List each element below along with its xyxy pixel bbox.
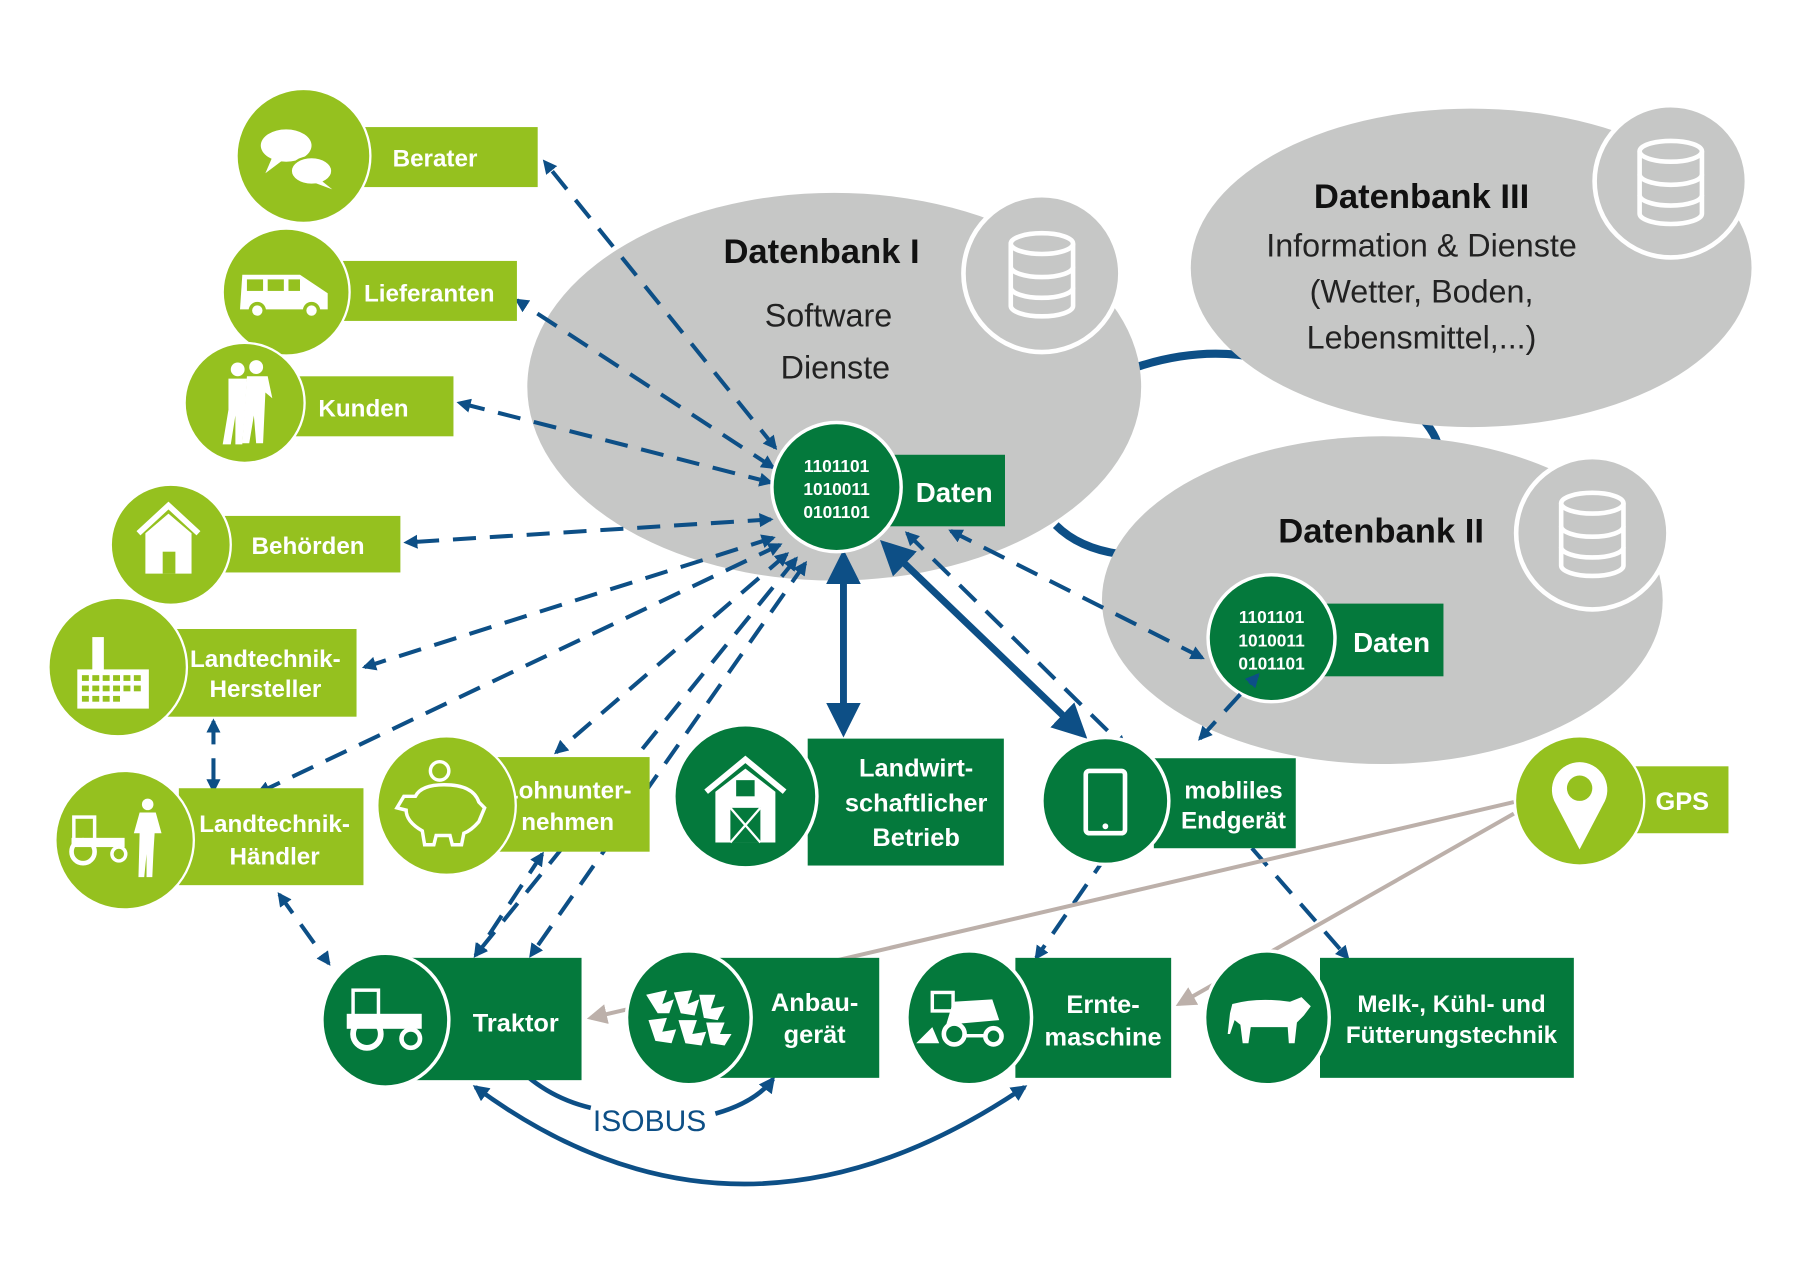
node-label: Berater (393, 145, 478, 172)
barn-icon (704, 755, 787, 844)
van-icon (240, 274, 328, 320)
binary-line: 0101101 (1238, 653, 1305, 673)
arrow-lohnunternehmen (554, 552, 790, 755)
node-anbaugeraet[interactable]: Anbau- gerät (624, 949, 880, 1087)
location-pin-icon (1551, 762, 1608, 850)
arrow-mobil-ernte (1034, 852, 1110, 961)
arrow-haendler-traktor (277, 892, 331, 966)
binary-line: 1010011 (1238, 630, 1305, 650)
node-berater[interactable]: Berater (235, 87, 538, 224)
node-label: Landtechnik- (190, 646, 341, 673)
arrow-kunden (456, 398, 774, 487)
node-label: Fütterungstechnik (1346, 1022, 1558, 1049)
node-label: Händler (230, 843, 321, 870)
node-betrieb[interactable]: Landwirt- schaftlicher Betrieb (672, 723, 1004, 870)
isobus-arc-long (472, 1085, 1028, 1187)
db-link-1-2 (1052, 522, 1120, 558)
node-label: Landwirt- (859, 755, 973, 783)
node-label: Lieferanten (364, 280, 495, 307)
arrow-mobil (880, 539, 1088, 739)
node-label: gerät (784, 1021, 847, 1049)
plough-icon (646, 990, 732, 1046)
database-icon (1592, 102, 1750, 260)
node-label: Hersteller (210, 676, 322, 703)
arrow-mobil-melk (1250, 846, 1350, 960)
database-icon (1513, 454, 1671, 612)
combine-harvester-icon (916, 990, 1004, 1047)
db2-title: Datenbank II (1278, 512, 1484, 550)
node-label: Betrieb (872, 824, 959, 852)
cow-icon (1227, 997, 1311, 1044)
daten-label: Daten (916, 477, 993, 508)
node-label: Behörden (252, 533, 365, 560)
node-label: GPS (1656, 788, 1710, 816)
database-icon (961, 192, 1123, 355)
node-behoerden[interactable]: Behörden (109, 483, 401, 606)
datenbank-3: Datenbank III Information & Dienste (Wet… (1190, 102, 1752, 428)
node-label: Landtechnik- (199, 811, 350, 838)
speech-bubbles-icon (260, 129, 334, 190)
tractor-person-icon (69, 798, 162, 878)
arrow-berater (542, 159, 778, 451)
factory-icon (77, 637, 149, 709)
db3-line: (Wetter, Boden, (1310, 273, 1534, 309)
arrow-traktor-b (529, 560, 808, 958)
arrow-lohn-traktor (473, 851, 544, 958)
node-label: Ernte- (1066, 991, 1139, 1019)
piggy-bank-icon (394, 759, 487, 847)
smartphone-icon (1083, 768, 1128, 836)
node-gps[interactable]: GPS (1513, 735, 1729, 867)
node-label: nehmen (521, 809, 614, 836)
db1-line: Dienste (781, 350, 891, 386)
node-label: mobliles (1184, 778, 1282, 805)
people-icon (222, 360, 273, 445)
daten-node-db2: Daten 1101101 1010011 0101101 (1206, 573, 1444, 704)
db1-title: Datenbank I (723, 233, 919, 271)
node-label: Anbau- (771, 989, 858, 1017)
daten-label: Daten (1353, 627, 1430, 658)
binary-line: 0101101 (803, 502, 870, 522)
db3-line: Lebensmittel,...) (1307, 320, 1537, 356)
db3-line: Information & Dienste (1266, 227, 1577, 263)
node-melktechnik[interactable]: Melk-, Kühl- und Fütterungstechnik (1202, 949, 1574, 1087)
node-lohnunternehmen[interactable]: Lohnunter- nehmen (376, 735, 650, 876)
db1-line: Software (765, 298, 892, 334)
isobus-arc-short-b (714, 1076, 776, 1116)
tractor-icon (346, 988, 423, 1051)
node-label: Kunden (318, 396, 408, 423)
node-lieferanten[interactable]: Lieferanten (221, 227, 517, 357)
arrow-mobil-b (904, 531, 1128, 750)
node-label: Melk-, Kühl- und (1357, 991, 1545, 1018)
node-label: Endgerät (1181, 808, 1286, 835)
node-erntemaschine[interactable]: Ernte- maschine (905, 949, 1172, 1087)
node-mobil[interactable]: mobliles Endgerät (1040, 735, 1296, 867)
node-hersteller[interactable]: Landtechnik- Hersteller (47, 596, 357, 738)
daten-node-db1: Daten 1101101 1010011 0101101 (770, 420, 1005, 554)
node-label: maschine (1045, 1024, 1162, 1052)
binary-line: 1101101 (1239, 607, 1305, 627)
node-label: schaftlicher (845, 789, 988, 817)
node-label: Lohnunter- (504, 778, 632, 805)
binary-line: 1010011 (803, 479, 870, 499)
node-kunden[interactable]: Kunden (183, 341, 454, 464)
node-label: Traktor (473, 1010, 559, 1038)
isobus-label: ISOBUS (593, 1105, 706, 1138)
house-icon (136, 501, 201, 574)
arrow-mobil-daten2 (1198, 673, 1260, 741)
binary-line: 1101101 (804, 456, 870, 476)
node-haendler[interactable]: Landtechnik- Händler (54, 769, 364, 911)
dashed-one-way (1034, 846, 1350, 961)
db3-title: Datenbank III (1314, 178, 1529, 216)
datenbank-2: Datenbank II Daten 1101101 1010011 01011… (1101, 436, 1671, 764)
node-traktor[interactable]: Traktor (320, 951, 582, 1089)
